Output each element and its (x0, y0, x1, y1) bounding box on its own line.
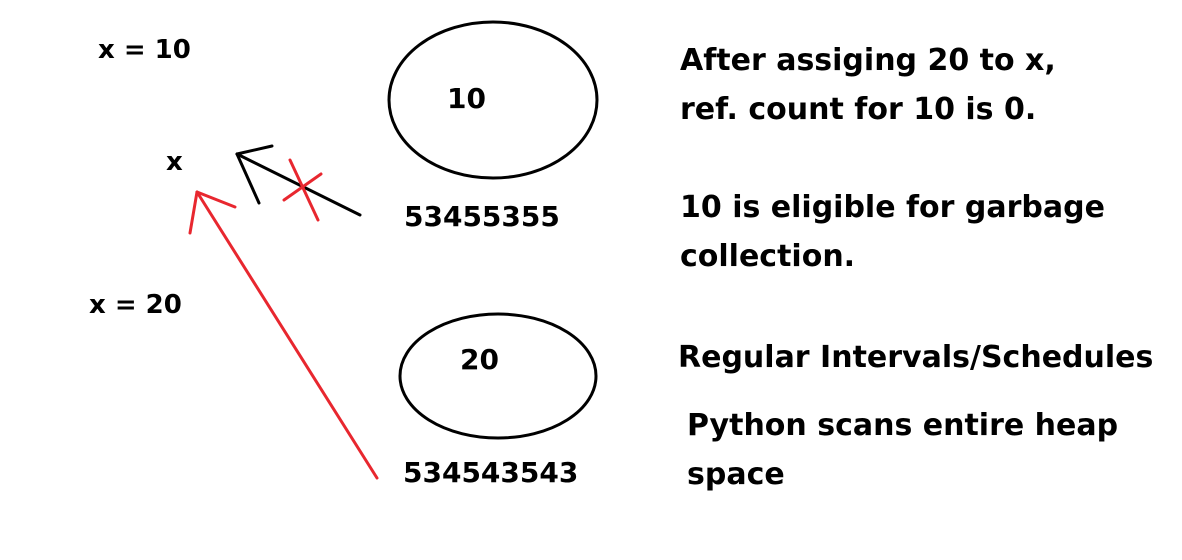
cross-mark-stroke-1 (288, 158, 320, 222)
new-reference-arrow (188, 190, 379, 480)
new-reference-arrow-head-left (188, 190, 199, 235)
old-reference-arrow-shaft (235, 152, 362, 217)
object-20-ellipse (398, 312, 598, 440)
new-reference-arrow-shaft (195, 190, 379, 480)
note-eligible-line-1: 10 is eligible for garbage (680, 190, 1105, 225)
new-reference-arrow-head-right (195, 190, 237, 209)
old-reference-arrow-head-bottom (235, 152, 261, 205)
note-after-assign-line-1: After assiging 20 to x, (680, 43, 1056, 78)
object-10-ellipse (387, 20, 599, 180)
object-20-value: 20 (460, 343, 499, 376)
note-after-assign: After assiging 20 to x, ref. count for 1… (680, 36, 1056, 134)
old-reference-arrow (235, 144, 362, 217)
note-heap-scan: Python scans entire heap space (687, 401, 1118, 499)
note-regular-intervals: Regular Intervals/Schedules (678, 340, 1154, 375)
cross-mark-stroke-2 (282, 172, 323, 202)
assignment-x-10-label: x = 10 (98, 35, 191, 65)
broken-reference-cross-mark (282, 158, 323, 222)
note-eligible: 10 is eligible for garbage collection. (680, 183, 1105, 281)
object-20-address: 534543543 (403, 456, 579, 489)
note-heap-scan-line-2: space (687, 457, 785, 492)
old-reference-arrow-head-top (235, 144, 274, 156)
variable-x-label: x (166, 147, 183, 177)
note-eligible-line-2: collection. (680, 239, 856, 274)
note-heap-scan-line-1: Python scans entire heap (687, 408, 1119, 443)
object-10-value: 10 (447, 82, 486, 115)
note-after-assign-line-2: ref. count for 10 is 0. (680, 92, 1037, 127)
assignment-x-20-label: x = 20 (89, 290, 182, 320)
object-10-address: 53455355 (404, 200, 560, 233)
